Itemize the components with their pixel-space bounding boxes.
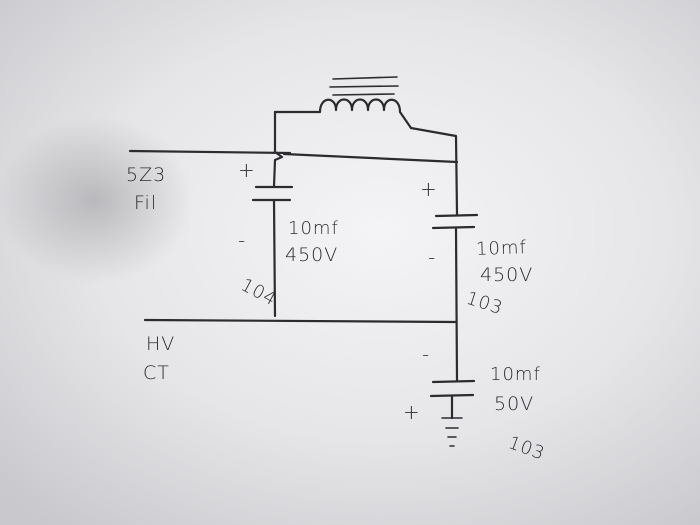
capacitor-2-plate-top [434,213,479,218]
wire-bridge [282,152,459,164]
capacitor-2-capacitance: 10mf [475,237,528,260]
capacitor-3-plate-top [431,379,476,384]
capacitor-2-lead [454,226,459,383]
label-source-ct: CT [143,362,170,384]
capacitor-1-voltage: 450V [285,244,339,266]
inductor-core-line [329,85,399,88]
capacitor-2-plus-sign: + [420,177,438,201]
wire-hv-ct [143,318,458,324]
capacitor-3-minus-sign: - [422,342,431,366]
label-source-filament: Fil [134,192,158,214]
wire-left-rail [272,110,284,188]
ground-symbol [441,417,463,447]
inductor-core-line [332,76,398,80]
inductor-coil [273,98,413,130]
label-source-hv: HV [146,333,176,355]
capacitor-1-lead [272,198,277,318]
capacitor-1-capacitance: 10mf [288,218,339,239]
inductor-core-line [332,93,395,96]
capacitor-2-minus-sign: - [428,245,437,269]
capacitor-3-capacitance: 10mf [490,364,541,385]
capacitor-1-minus-sign: - [238,228,247,252]
capacitor-2-plate-bottom [431,225,476,230]
capacitor-3-voltage: 50V [494,393,535,415]
wire-5z3-input [128,149,292,155]
capacitor-1-plus-sign: + [238,158,256,182]
label-source-rectifier: 5Z3 [126,164,167,186]
capacitor-2-voltage: 450V [480,264,534,286]
wire-right-rail [409,126,459,216]
capacitor-3-plus-sign: + [403,400,421,424]
